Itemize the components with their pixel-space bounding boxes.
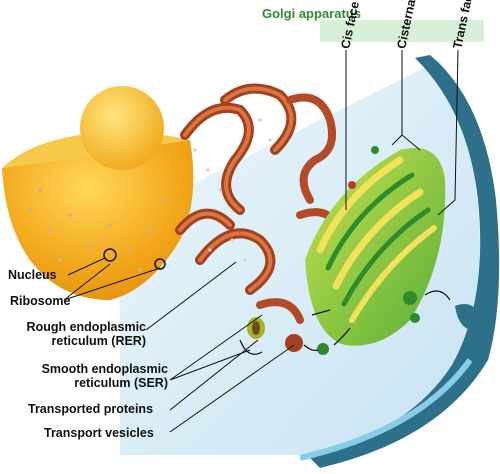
transport-vesicles: [285, 146, 420, 355]
golgi-cisternae: [316, 156, 437, 323]
golgi-header-bar: [320, 20, 484, 42]
exocytosis-bulge: [455, 304, 479, 330]
rer-label-line2: reticulum (RER): [51, 334, 146, 348]
nucleus-label: Nucleus: [8, 268, 57, 282]
transported-proteins-label: Transported proteins: [28, 402, 154, 416]
flow-arrows: [239, 290, 451, 355]
ribosome-label: Ribosome: [10, 294, 71, 308]
ser-label-line2: reticulum (SER): [74, 376, 168, 390]
leader-lines: [63, 49, 459, 433]
ser-label-line1: Smooth endoplasmic: [41, 362, 168, 376]
membrane-highlight: [299, 358, 473, 461]
nucleus-body: [2, 140, 194, 300]
rer-label: Rough endoplasmic reticulum (RER): [26, 320, 146, 348]
rer-label-line1: Rough endoplasmic: [26, 320, 146, 334]
nucleolus: [80, 86, 164, 170]
ser-label: Smooth endoplasmic reticulum (SER): [38, 362, 168, 390]
golgi-title: Golgi apparatus: [262, 6, 361, 21]
transport-vesicles-label: Transport vesicles: [44, 426, 154, 440]
nuclear-pores: [28, 188, 167, 277]
ribosome-dots: [193, 118, 272, 262]
rough-er-inner: [178, 86, 294, 292]
